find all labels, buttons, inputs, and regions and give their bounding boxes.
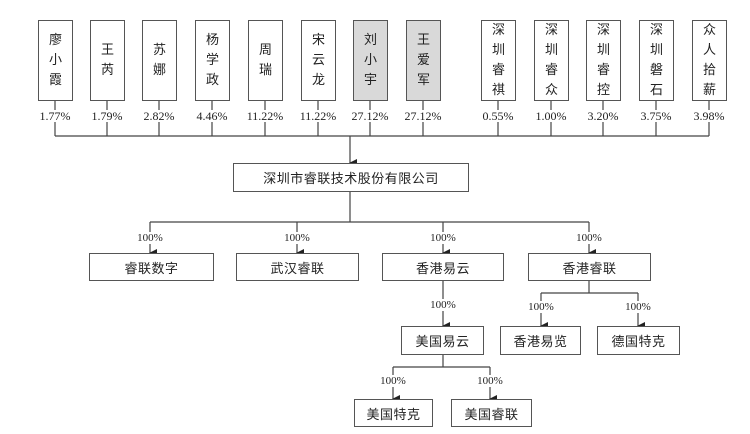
shareholder-name-char: 深 xyxy=(649,22,663,38)
shareholder-name-char: 石 xyxy=(649,82,663,98)
shareholder-box: 王爱军 xyxy=(406,20,441,101)
subsidiary-name: 德国特克 xyxy=(611,335,666,350)
shareholder-name-char: 深 xyxy=(544,22,558,38)
subsidiary-name: 武汉睿联 xyxy=(270,261,325,277)
shareholder-name-char: 政 xyxy=(205,72,219,88)
shareholder-box: 苏娜 xyxy=(142,20,177,101)
subsidiary-box-de-teke: 德国特克 xyxy=(597,326,680,355)
subsidiary-pct: 100% xyxy=(413,299,473,311)
shareholder-pct: 27.12% xyxy=(340,110,400,122)
company-name: 深圳市睿联技术股份有限公司 xyxy=(263,172,439,187)
shareholder-box: 深圳睿控 xyxy=(586,20,621,101)
shareholder-name-char: 芮 xyxy=(100,62,114,78)
shareholder-pct: 1.77% xyxy=(25,110,85,122)
subsidiary-pct: 100% xyxy=(511,301,571,313)
shareholder-name-char: 人 xyxy=(702,42,716,58)
shareholder-pct: 11.22% xyxy=(235,110,295,122)
shareholder-name-char: 深 xyxy=(491,22,505,38)
shareholder-name-char: 云 xyxy=(311,52,325,68)
shareholder-name-char: 磐 xyxy=(649,62,663,78)
shareholder-pct: 11.22% xyxy=(288,110,348,122)
shareholder-box: 深圳磐石 xyxy=(639,20,674,101)
subsidiary-pct: 100% xyxy=(267,232,327,244)
subsidiary-box-ruilian-digital: 睿联数字 xyxy=(89,253,214,281)
shareholder-box: 廖小霞 xyxy=(38,20,73,101)
subsidiary-box-us-teke: 美国特克 xyxy=(354,399,433,427)
shareholder-box: 周瑞 xyxy=(248,20,283,101)
subsidiary-box-hk-ruilian: 香港睿联 xyxy=(528,253,651,281)
shareholder-name-char: 睿 xyxy=(596,62,610,78)
subsidiary-pct: 100% xyxy=(120,232,180,244)
shareholder-pct: 2.82% xyxy=(129,110,189,122)
shareholder-name-char: 学 xyxy=(205,52,219,68)
shareholder-pct: 27.12% xyxy=(393,110,453,122)
shareholder-box: 王芮 xyxy=(90,20,125,101)
shareholder-name-char: 刘 xyxy=(363,32,377,48)
company-box: 深圳市睿联技术股份有限公司 xyxy=(233,163,469,192)
shareholder-name-char: 王 xyxy=(100,42,114,58)
shareholder-name-char: 周 xyxy=(258,42,272,58)
subsidiary-pct: 100% xyxy=(559,232,619,244)
shareholder-name-char: 瑞 xyxy=(258,62,272,78)
shareholder-pct: 1.79% xyxy=(77,110,137,122)
subsidiary-pct: 100% xyxy=(460,375,520,387)
subsidiary-name: 香港易览 xyxy=(513,335,568,350)
shareholder-box: 刘小宇 xyxy=(353,20,388,101)
subsidiary-name: 美国特克 xyxy=(366,407,421,423)
subsidiary-name: 睿联数字 xyxy=(124,261,179,277)
shareholder-name-char: 圳 xyxy=(544,42,558,58)
subsidiary-box-hk-yiyun: 香港易云 xyxy=(382,253,504,281)
shareholder-pct: 0.55% xyxy=(468,110,528,122)
shareholder-name-char: 众 xyxy=(702,22,716,38)
shareholder-name-char: 圳 xyxy=(491,42,505,58)
shareholder-name-char: 深 xyxy=(596,22,610,38)
shareholder-pct: 1.00% xyxy=(521,110,581,122)
shareholder-name-char: 爱 xyxy=(416,52,430,68)
subsidiary-pct: 100% xyxy=(608,301,668,313)
subsidiary-box-us-ruilian: 美国睿联 xyxy=(451,399,532,427)
shareholder-name-char: 军 xyxy=(416,72,430,88)
shareholder-pct: 3.20% xyxy=(573,110,633,122)
shareholder-pct: 4.46% xyxy=(182,110,242,122)
shareholder-name-char: 霞 xyxy=(48,72,62,88)
shareholder-name-char: 宇 xyxy=(363,72,377,88)
shareholder-name-char: 祺 xyxy=(491,82,505,98)
shareholder-name-char: 圳 xyxy=(649,42,663,58)
shareholder-name-char: 睿 xyxy=(544,62,558,78)
subsidiary-box-hk-yilan: 香港易览 xyxy=(500,326,581,355)
shareholder-name-char: 娜 xyxy=(152,62,166,78)
shareholder-box: 深圳睿祺 xyxy=(481,20,516,101)
subsidiary-name: 美国睿联 xyxy=(464,407,519,423)
shareholder-box: 众人拾薪 xyxy=(692,20,727,101)
subsidiary-name: 香港睿联 xyxy=(562,261,617,277)
shareholder-pct: 3.75% xyxy=(626,110,686,122)
shareholder-name-char: 圳 xyxy=(596,42,610,58)
shareholder-name-char: 宋 xyxy=(311,32,325,48)
shareholder-name-char: 睿 xyxy=(491,62,505,78)
subsidiary-box-us-yiyun: 美国易云 xyxy=(401,326,484,355)
shareholder-name-char: 廖 xyxy=(48,32,62,48)
shareholder-box: 杨学政 xyxy=(195,20,230,101)
shareholder-box: 深圳睿众 xyxy=(534,20,569,101)
shareholder-name-char: 小 xyxy=(363,52,377,68)
subsidiary-box-wuhan-ruilian: 武汉睿联 xyxy=(236,253,359,281)
subsidiary-name: 美国易云 xyxy=(415,335,470,350)
subsidiary-pct: 100% xyxy=(413,232,473,244)
subsidiary-name: 香港易云 xyxy=(415,261,470,277)
shareholder-name-char: 王 xyxy=(416,32,430,48)
shareholder-name-char: 龙 xyxy=(311,72,325,88)
subsidiary-pct: 100% xyxy=(363,375,423,387)
shareholder-pct: 3.98% xyxy=(679,110,739,122)
shareholder-box: 宋云龙 xyxy=(301,20,336,101)
shareholder-name-char: 杨 xyxy=(205,32,219,48)
shareholder-name-char: 众 xyxy=(544,82,558,98)
shareholder-name-char: 苏 xyxy=(152,42,166,58)
shareholder-name-char: 小 xyxy=(48,52,62,68)
shareholder-name-char: 控 xyxy=(596,82,610,98)
shareholder-name-char: 拾 xyxy=(702,62,716,78)
shareholder-name-char: 薪 xyxy=(702,82,716,98)
